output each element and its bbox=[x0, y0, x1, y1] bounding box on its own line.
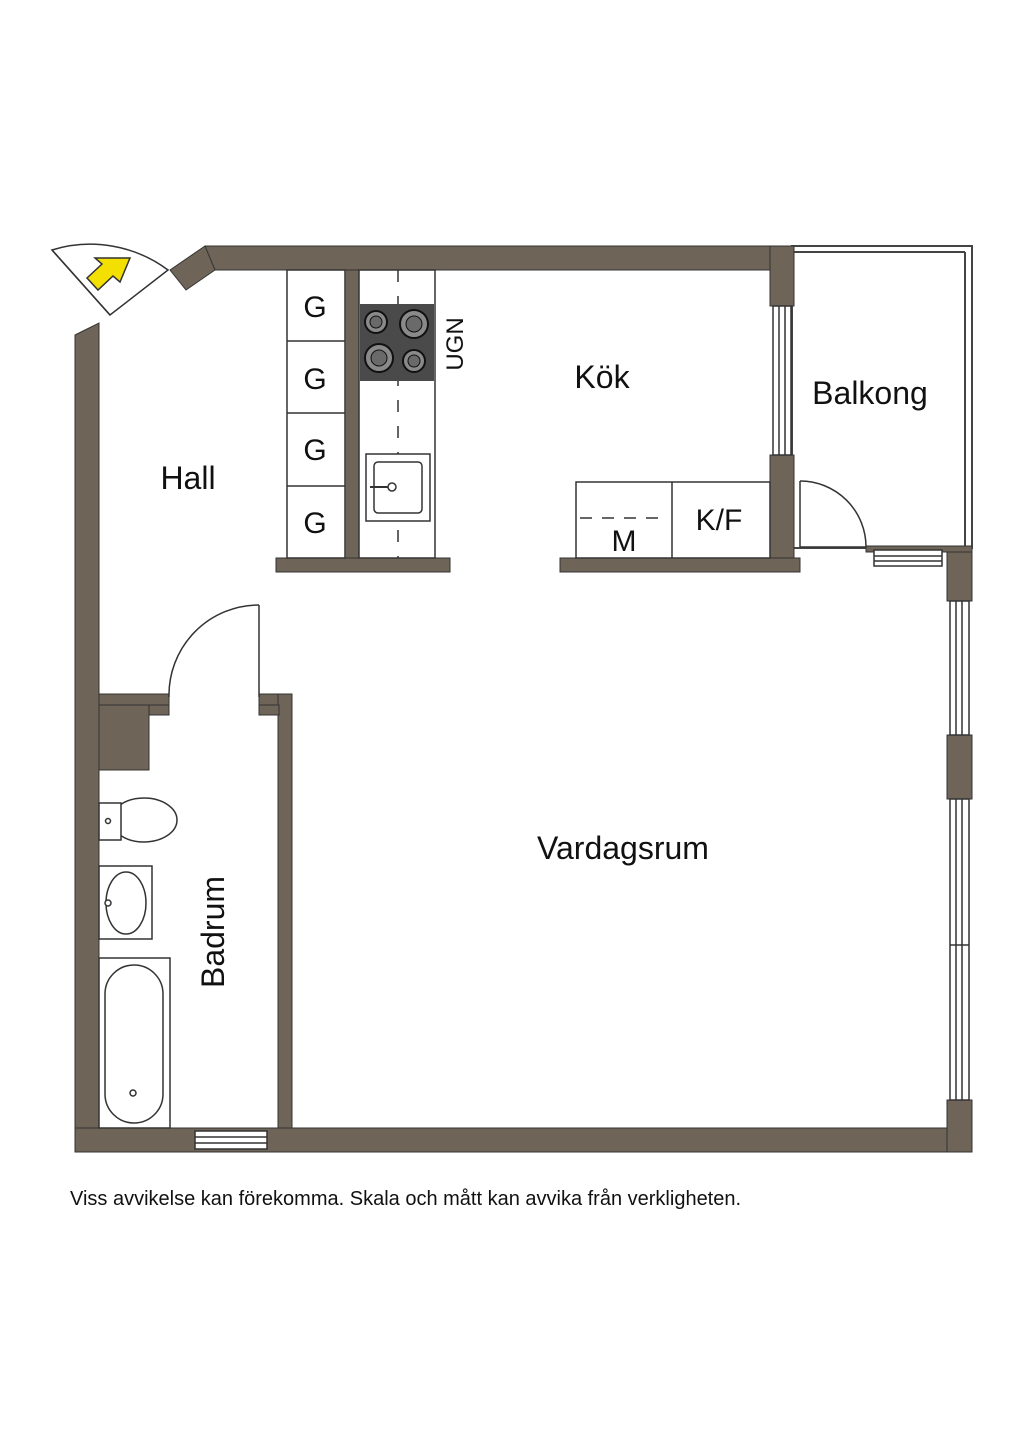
wardrobe-label-2: G bbox=[303, 363, 326, 396]
entry-arrow-icon bbox=[85, 257, 132, 292]
kitchen-sink-icon bbox=[365, 453, 431, 522]
bathroom-door bbox=[168, 604, 260, 698]
room-label-kok: Kök bbox=[574, 359, 630, 395]
wardrobes: G G G G bbox=[286, 269, 360, 559]
bathtub-icon bbox=[98, 957, 171, 1129]
kitchen-counter: UGN bbox=[358, 269, 469, 559]
wardrobe-label-4: G bbox=[303, 507, 326, 540]
room-label-hall: Hall bbox=[160, 460, 215, 496]
fridge-freezer-label: K/F bbox=[696, 504, 743, 537]
appliance-unit: M K/F bbox=[575, 481, 771, 559]
room-label-vardagsrum: Vardagsrum bbox=[537, 830, 709, 866]
wardrobe-label-1: G bbox=[303, 291, 326, 324]
oven-label: UGN bbox=[442, 317, 469, 370]
washbasin-icon bbox=[98, 865, 153, 940]
disclaimer-text: Viss avvikelse kan förekomma. Skala och … bbox=[70, 1188, 742, 1210]
entrance-door bbox=[50, 243, 170, 317]
toilet-icon bbox=[98, 797, 178, 843]
microwave-label: M bbox=[612, 525, 637, 558]
windows bbox=[194, 305, 970, 1150]
room-label-badrum: Badrum bbox=[195, 876, 231, 988]
wardrobe-label-3: G bbox=[303, 434, 326, 467]
room-label-balkong: Balkong bbox=[812, 375, 928, 411]
bathroom-fixtures bbox=[98, 797, 178, 1129]
balcony-door bbox=[799, 480, 867, 548]
